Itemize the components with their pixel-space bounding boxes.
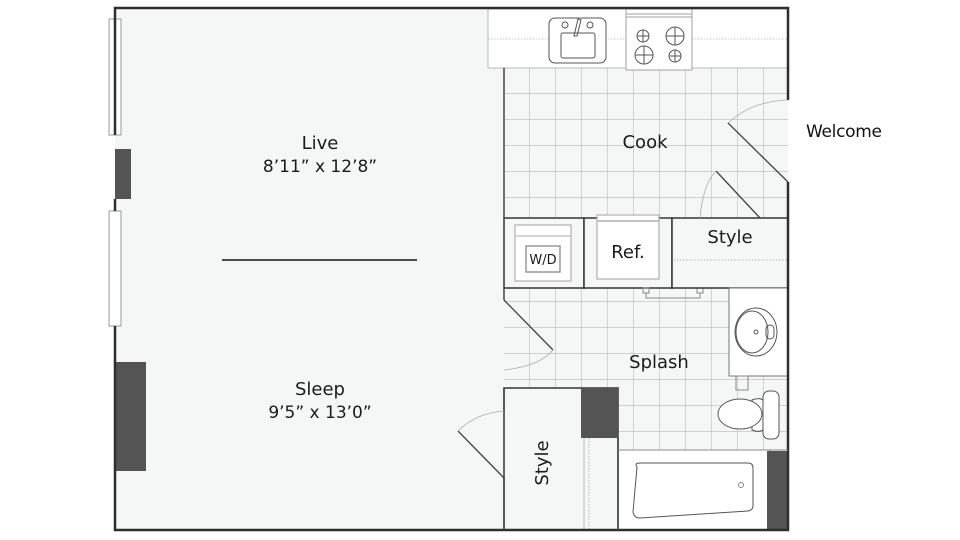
welcome-label: Welcome [806,122,882,142]
bath-door-icon [503,299,554,371]
refrigerator-label: Ref. [611,242,645,263]
room-label-style-top: Style [707,227,752,248]
interior-walls [503,68,788,530]
entry-door-icon [727,99,789,183]
stove-icon [625,8,693,71]
washer-dryer-label: W/D [529,253,556,268]
bathroom-sink-icon [728,287,789,391]
bathtub-icon [617,449,771,531]
room-dimensions-sleep: 9’5” x 13’0” [268,403,371,423]
kitchen-sink-icon [548,17,607,64]
room-label-sleep: Sleep [295,379,345,400]
closet-door-icon [699,170,761,219]
room-dimensions-live: 8’11” x 12’8” [263,157,377,177]
toilet-icon [717,390,780,440]
room-label-style-bottom: Style [532,440,553,485]
kitchen-tile-floor [504,68,788,218]
refrigerator-icon [596,214,660,280]
room-label-live: Live [302,133,339,154]
washer-dryer-icon [514,224,572,282]
room-label-cook: Cook [622,132,668,153]
exterior-walls [113,6,790,532]
structural-columns [115,149,788,530]
room-label-splash: Splash [629,352,689,373]
closet-bottom-door-icon [457,410,505,479]
